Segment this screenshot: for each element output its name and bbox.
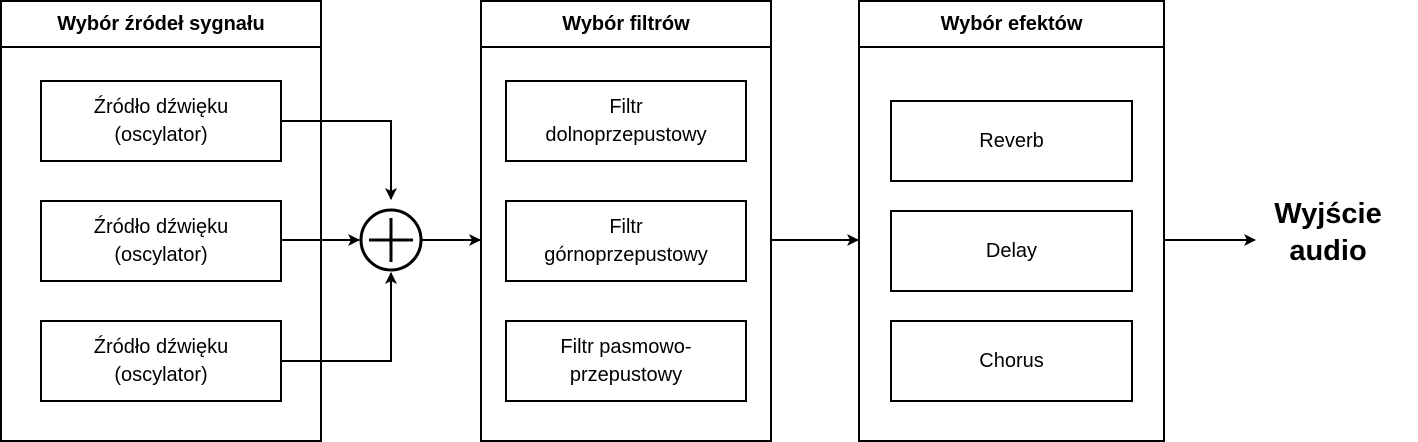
source-box-1-line1: Źródło dźwięku bbox=[93, 96, 229, 118]
audio-output-label-line1: Wyjście bbox=[1274, 198, 1382, 230]
effect-box-chorus: Chorus bbox=[890, 320, 1133, 402]
effect-group-title: Wybór efektów bbox=[860, 2, 1163, 48]
effect-box-reverb-label: Reverb bbox=[979, 130, 1044, 152]
summing-junction-icon bbox=[359, 208, 423, 272]
source-box-3: Źródło dźwięku (oscylator) bbox=[40, 320, 282, 402]
filter-box-highpass: Filtr górnoprzepustowy bbox=[505, 200, 747, 282]
source-box-2-line2: (oscylator) bbox=[114, 244, 208, 266]
filter-box-highpass-line1: Filtr bbox=[609, 216, 643, 238]
filter-box-bandpass-line2: przepustowy bbox=[569, 364, 683, 386]
filter-box-lowpass-line1: Filtr bbox=[609, 96, 643, 118]
source-group-title: Wybór źródeł sygnału bbox=[2, 2, 320, 48]
source-box-3-line1: Źródło dźwięku bbox=[93, 336, 229, 358]
source-box-3-line2: (oscylator) bbox=[114, 364, 208, 386]
filter-group-title: Wybór filtrów bbox=[482, 2, 770, 48]
source-box-1: Źródło dźwięku (oscylator) bbox=[40, 80, 282, 162]
source-box-2: Źródło dźwięku (oscylator) bbox=[40, 200, 282, 282]
audio-output-label-line2: audio bbox=[1289, 235, 1367, 267]
filter-box-lowpass-line2: dolnoprzepustowy bbox=[545, 124, 707, 146]
filter-box-lowpass: Filtr dolnoprzepustowy bbox=[505, 80, 747, 162]
filter-box-highpass-line2: górnoprzepustowy bbox=[544, 244, 708, 266]
source-box-1-line2: (oscylator) bbox=[114, 124, 208, 146]
effect-box-delay-label: Delay bbox=[985, 240, 1038, 262]
effect-box-delay: Delay bbox=[890, 210, 1133, 292]
filter-box-bandpass-line1: Filtr pasmowo- bbox=[560, 336, 692, 358]
effect-box-reverb: Reverb bbox=[890, 100, 1133, 182]
effect-box-chorus-label: Chorus bbox=[979, 350, 1044, 372]
source-box-2-line1: Źródło dźwięku bbox=[93, 216, 229, 238]
wire-source-3-to-mixer bbox=[282, 272, 397, 362]
audio-output-label: Wyjście audio bbox=[1268, 196, 1388, 270]
wire-source-1-to-mixer bbox=[282, 120, 397, 200]
filter-box-bandpass: Filtr pasmowo- przepustowy bbox=[505, 320, 747, 402]
